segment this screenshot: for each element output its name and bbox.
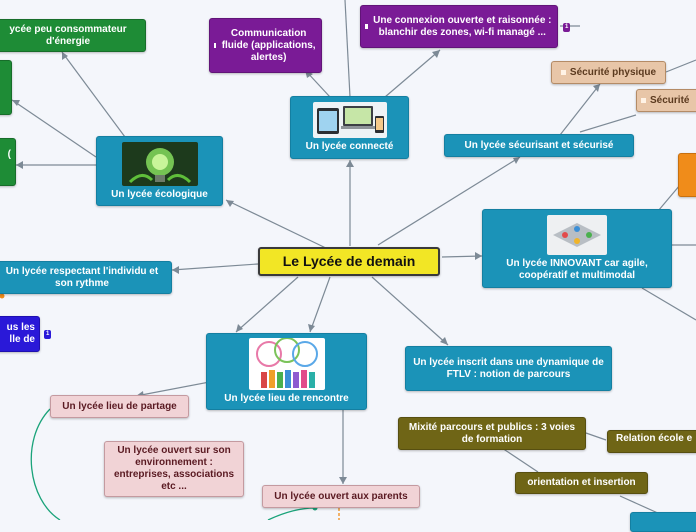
node-lycee-ftlv[interactable]: Un lycée inscrit dans une dynamique de F… — [405, 346, 612, 391]
node-orientation-label: orientation et insertion — [527, 477, 636, 488]
node-green-cut-2-label: ( — [7, 149, 11, 160]
node-securite-physique-label: Sécurité physique — [569, 66, 657, 78]
node-connexion-label: Une connexion ouverte et raisonnée : bla… — [373, 14, 552, 38]
node-blue-cut[interactable]: us les lle de — [0, 316, 40, 352]
node-communication[interactable]: Communication fluide (applications, aler… — [209, 18, 322, 73]
node-lycee-rencontre-label: Un lycée lieu de rencontre — [224, 393, 349, 404]
node-lycee-environnement[interactable]: Un lycée ouvert sur son environnement : … — [104, 441, 244, 497]
node-lycee-ecologique[interactable]: Un lycée écologique — [96, 136, 223, 206]
central-topic[interactable]: Le Lycée de demain — [258, 247, 440, 276]
node-lycee-parents[interactable]: Un lycée ouvert aux parents — [262, 485, 420, 508]
node-lycee-environnement-label: Un lycée ouvert sur son environnement : … — [113, 445, 235, 492]
node-communication-label: Communication fluide (applications, aler… — [221, 27, 316, 63]
comment-badge[interactable]: 1 — [44, 330, 52, 339]
node-green-cut-2[interactable]: ( — [0, 138, 16, 186]
node-lycee-rythme-label: Un lycée respectant l'individu et son ry… — [5, 265, 159, 289]
bullet-icon — [214, 43, 217, 48]
node-lycee-innovant-label: Un lycée INNOVANT car agile, coopératif … — [506, 258, 648, 281]
bullet-icon — [641, 98, 646, 103]
people-tree-image — [248, 338, 325, 390]
node-securite-cut[interactable]: Sécurité — [636, 89, 696, 112]
bullet-icon — [365, 24, 368, 29]
node-blue-cut-label-1: us les — [6, 322, 35, 333]
node-mixite[interactable]: Mixité parcours et publics : 3 voies de … — [398, 417, 586, 450]
node-lycee-ftlv-label: Un lycée inscrit dans une dynamique de F… — [413, 356, 604, 380]
innovative-classroom-image — [547, 215, 607, 255]
bullet-icon — [560, 70, 566, 75]
node-lycee-innovant[interactable]: Un lycée INNOVANT car agile, coopératif … — [482, 209, 672, 288]
node-mixite-label: Mixité parcours et publics : 3 voies de … — [408, 421, 576, 445]
node-orange-cut[interactable] — [678, 153, 696, 197]
node-lycee-partage-label: Un lycée lieu de partage — [62, 400, 177, 412]
node-consommateur[interactable]: ycée peu consommateur d'énergie — [0, 19, 146, 52]
node-lycee-ecologique-label: Un lycée écologique — [111, 188, 208, 200]
node-connexion[interactable]: Une connexion ouverte et raisonnée : bla… — [360, 5, 558, 48]
node-lycee-rythme[interactable]: Un lycée respectant l'individu et son ry… — [0, 261, 172, 294]
central-topic-label: Le Lycée de demain — [282, 253, 416, 270]
node-lycee-securise-label: Un lycée sécurisant et sécurisé — [464, 139, 614, 151]
node-blue-cut-label-2: lle de — [9, 334, 35, 345]
node-lycee-connecte[interactable]: Un lycée connecté — [290, 96, 409, 159]
node-green-cut-1[interactable] — [0, 60, 12, 115]
connected-devices-image — [312, 102, 387, 138]
node-lycee-parents-label: Un lycée ouvert aux parents — [274, 490, 408, 502]
node-orientation[interactable]: orientation et insertion — [515, 472, 648, 494]
green-bulb-image — [121, 141, 198, 186]
node-lycee-securise[interactable]: Un lycée sécurisant et sécurisé — [444, 134, 634, 157]
comment-badge[interactable]: 1 — [563, 23, 571, 32]
connector-lines — [0, 0, 696, 520]
node-lycee-rencontre[interactable]: Un lycée lieu de rencontre — [206, 333, 367, 410]
node-consommateur-label: ycée peu consommateur d'énergie — [9, 23, 127, 47]
node-lycee-connecte-label: Un lycée connecté — [305, 141, 394, 152]
node-securite-cut-label: Sécurité — [650, 94, 690, 106]
node-relation-label: Relation école e — [616, 433, 693, 444]
node-relation[interactable]: Relation école e — [607, 430, 696, 453]
node-securite-physique[interactable]: Sécurité physique — [551, 61, 666, 84]
node-teal-cut[interactable] — [630, 512, 696, 532]
node-lycee-partage[interactable]: Un lycée lieu de partage — [50, 395, 189, 418]
